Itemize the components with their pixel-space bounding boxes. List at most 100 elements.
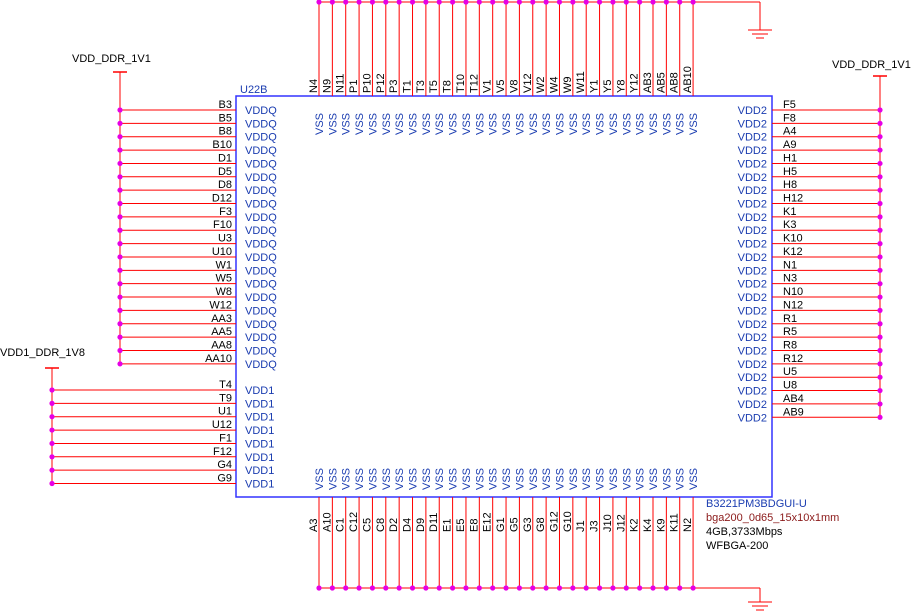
pin-number: A4 bbox=[783, 126, 796, 138]
pin-name: VSS bbox=[635, 468, 647, 490]
junction-dot bbox=[596, 0, 603, 5]
pin-name: VDD2 bbox=[738, 332, 767, 344]
junction-dot bbox=[343, 0, 349, 5]
pin-name: VDDQ bbox=[245, 105, 277, 117]
pin-name: VSS bbox=[434, 113, 446, 135]
junction-dot bbox=[877, 214, 883, 220]
pin-name: VSS bbox=[554, 468, 566, 490]
junction-dot bbox=[877, 374, 883, 380]
pin-number: T12 bbox=[468, 74, 480, 93]
junction-dot bbox=[490, 585, 496, 591]
pin-name: VDDQ bbox=[245, 199, 277, 211]
pin-name: VSS bbox=[341, 468, 353, 490]
component-footprint: bga200_0d65_15x10x1mm bbox=[706, 512, 839, 524]
pin-number: D12 bbox=[212, 193, 232, 205]
pin-name: VDD2 bbox=[738, 292, 767, 304]
pin-number: H12 bbox=[783, 193, 803, 205]
component-body[interactable] bbox=[235, 95, 773, 498]
pin-number: K12 bbox=[783, 246, 803, 258]
junction-dot bbox=[117, 281, 123, 287]
pin-name: VDD2 bbox=[738, 345, 767, 357]
pin-name: VSS bbox=[367, 113, 379, 135]
pin-number: W11 bbox=[575, 71, 587, 93]
junction-dot bbox=[543, 0, 549, 5]
junction-dot bbox=[690, 0, 696, 5]
pin-number: N9 bbox=[321, 79, 333, 93]
junction-dot bbox=[423, 585, 429, 591]
pin-name: VDDQ bbox=[245, 225, 277, 237]
pin-number: N12 bbox=[783, 299, 803, 311]
pin-number: D1 bbox=[218, 152, 232, 164]
junction-dot bbox=[409, 585, 416, 591]
pin-name: VDD1 bbox=[245, 412, 274, 424]
pin-name: VSS bbox=[541, 113, 553, 135]
junction-dot bbox=[117, 347, 123, 354]
pin-number: R5 bbox=[783, 326, 797, 338]
junction-dot bbox=[117, 214, 123, 220]
pin-name: VSS bbox=[394, 113, 406, 135]
pin-number: B10 bbox=[212, 139, 232, 151]
junction-dot bbox=[877, 120, 883, 126]
pin-name: VDD2 bbox=[738, 132, 767, 144]
pin-number: T1 bbox=[402, 80, 414, 93]
junction-dot bbox=[583, 0, 589, 5]
pin-number: AA3 bbox=[211, 313, 232, 325]
pin-number: F5 bbox=[783, 99, 796, 111]
junction-dot bbox=[49, 454, 55, 460]
junction-dot bbox=[476, 0, 482, 5]
pin-number: F1 bbox=[219, 432, 232, 444]
pin-name: VDD1 bbox=[245, 452, 274, 464]
junction-dot bbox=[570, 585, 576, 591]
pin-name: VDDQ bbox=[245, 172, 277, 184]
junction-dot bbox=[530, 585, 536, 591]
junction-dot bbox=[877, 414, 883, 420]
junction-dot bbox=[530, 0, 536, 5]
pin-number: E1 bbox=[442, 519, 454, 532]
junction-dot bbox=[463, 585, 469, 591]
pin-name: VSS bbox=[474, 468, 486, 490]
pin-name: VSS bbox=[688, 113, 700, 135]
pin-name: VDD2 bbox=[738, 359, 767, 371]
pin-name: VSS bbox=[648, 113, 660, 135]
pin-name: VSS bbox=[327, 113, 339, 135]
pin-number: T4 bbox=[219, 379, 232, 391]
pin-number: V1 bbox=[482, 80, 494, 93]
pin-name: VSS bbox=[608, 468, 620, 490]
pin-number: A3 bbox=[308, 519, 320, 532]
junction-dot bbox=[516, 585, 523, 591]
pin-number: C5 bbox=[361, 518, 373, 532]
junction-dot bbox=[877, 307, 883, 313]
pin-number: U1 bbox=[218, 406, 232, 418]
junction-dot bbox=[677, 585, 683, 591]
pin-number: A9 bbox=[783, 139, 796, 151]
pin-number: F12 bbox=[213, 446, 232, 458]
junction-dot bbox=[117, 227, 123, 233]
junction-dot bbox=[877, 241, 883, 247]
pin-number: AA5 bbox=[211, 326, 232, 338]
pin-number: Y1 bbox=[589, 80, 601, 93]
pin-number: R8 bbox=[783, 339, 797, 351]
pin-name: VSS bbox=[554, 113, 566, 135]
pin-number: P1 bbox=[348, 80, 360, 93]
pin-number: N4 bbox=[308, 79, 320, 93]
junction-dot bbox=[409, 0, 416, 5]
pin-name: VDDQ bbox=[245, 252, 277, 264]
pin-number: F10 bbox=[213, 219, 232, 231]
junction-dot bbox=[356, 0, 362, 5]
pin-name: VSS bbox=[528, 113, 540, 135]
pin-name: VSS bbox=[648, 468, 660, 490]
pin-number: AB3 bbox=[642, 72, 654, 93]
junction-dot bbox=[117, 174, 123, 180]
pin-number: T10 bbox=[455, 74, 467, 93]
pin-name: VDDQ bbox=[245, 279, 277, 291]
junction-dot bbox=[383, 0, 389, 5]
pin-number: G4 bbox=[217, 459, 232, 471]
junction-dot bbox=[49, 387, 55, 393]
pin-name: VSS bbox=[688, 468, 700, 490]
pin-number: AB5 bbox=[655, 72, 667, 93]
pin-number: T3 bbox=[415, 80, 427, 93]
pin-name: VSS bbox=[514, 468, 526, 490]
junction-dot bbox=[423, 0, 429, 5]
pin-name: VDDQ bbox=[245, 359, 277, 371]
junction-dot bbox=[677, 0, 683, 5]
